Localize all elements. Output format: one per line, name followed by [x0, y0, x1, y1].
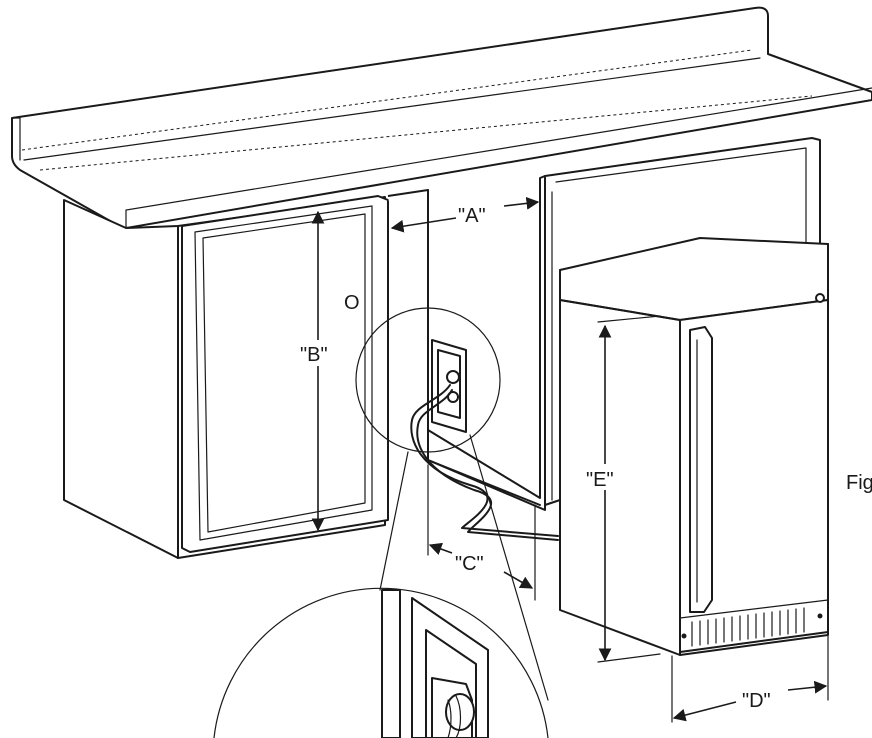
dimension-d: "D"	[671, 635, 829, 723]
outlet-detail-zoom	[213, 587, 549, 738]
vent-grille	[691, 607, 805, 647]
plug-head	[446, 370, 460, 384]
dimension-a: "A"	[390, 196, 540, 233]
ice-maker-unit	[559, 237, 829, 656]
countertop	[11, 6, 872, 230]
dim-e-label: "E"	[586, 469, 614, 491]
cabinet-opening	[387, 175, 546, 511]
dim-a-label: "A"	[458, 205, 486, 227]
detail-callout-circle	[355, 307, 501, 453]
figure-label: Fig	[846, 472, 872, 494]
door-knob-label: O	[344, 292, 360, 314]
dim-d-label: "D"	[742, 690, 771, 712]
dimension-e: "E"	[584, 315, 661, 663]
wall-outlet	[437, 349, 461, 419]
left-cabinet: O	[63, 195, 389, 559]
dim-b-label: "B"	[300, 344, 328, 366]
door-handle	[689, 326, 713, 613]
dim-c-label: "C"	[455, 553, 484, 575]
dimension-c: "C"	[427, 464, 536, 601]
dimension-b: "B"	[296, 210, 340, 532]
power-cord	[410, 384, 559, 537]
